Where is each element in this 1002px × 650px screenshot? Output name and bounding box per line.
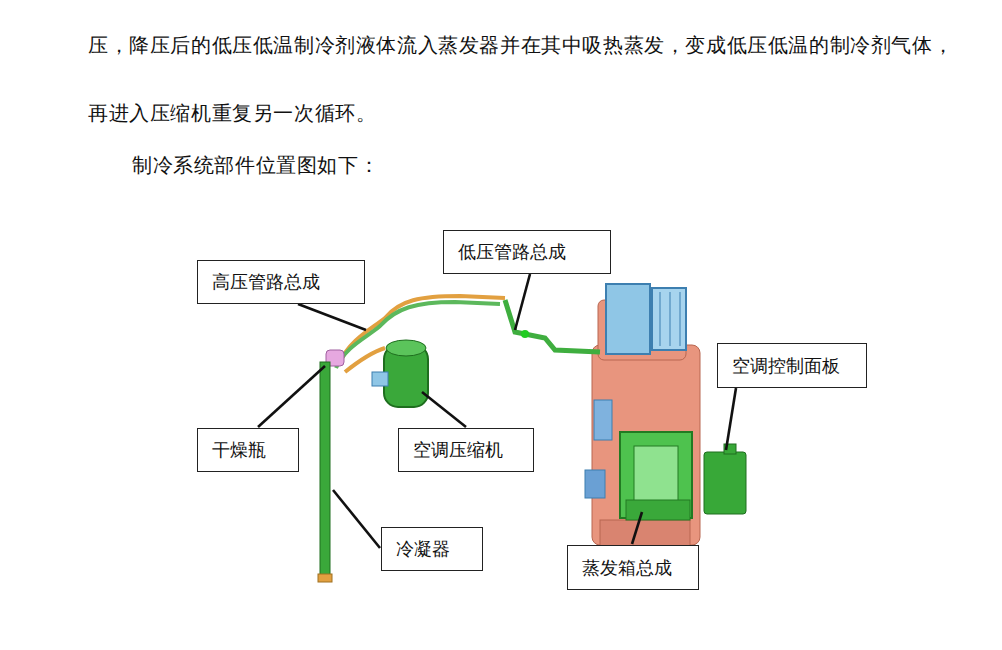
evaporator-fins [634, 446, 678, 504]
callout-label: 高压管路总成 [212, 270, 320, 294]
service-port [521, 330, 529, 338]
filter-rib [660, 292, 661, 346]
leader-line [333, 490, 380, 548]
filter-rib [680, 292, 681, 346]
callout-label: 干燥瓶 [212, 438, 266, 462]
leader-line [422, 392, 466, 427]
callout-box: 冷凝器 [381, 527, 483, 571]
compressor-clutch [372, 372, 388, 386]
leader-line [515, 274, 530, 330]
callout-box: 空调控制面板 [717, 343, 867, 388]
filter-frame [652, 288, 686, 350]
callout-label: 蒸发箱总成 [582, 556, 672, 580]
actuator [594, 400, 612, 440]
leader-line [298, 304, 366, 330]
callout-box: 干燥瓶 [197, 428, 299, 472]
callout-box: 蒸发箱总成 [567, 545, 699, 590]
callout-box: 低压管路总成 [443, 230, 611, 274]
figure-intro: 制冷系统部件位置图如下： [132, 152, 379, 179]
hvac-housing [592, 345, 700, 545]
callout-box: 空调压缩机 [398, 428, 534, 472]
callout-box: 高压管路总成 [197, 260, 365, 304]
blower-frame [606, 284, 650, 354]
callout-label: 低压管路总成 [458, 240, 566, 264]
actuator [585, 470, 605, 498]
discharge-pipe [345, 348, 385, 372]
housing-base [600, 520, 690, 548]
body-text: 压，降压后的低压低温制冷剂液体流入蒸发器并在其中吸热蒸发，变成低压低温的制冷剂气… [88, 32, 953, 59]
condenser-bracket [318, 574, 332, 582]
callout-label: 空调控制面板 [732, 354, 840, 378]
callout-label: 空调压缩机 [413, 438, 503, 462]
leader-line [726, 388, 736, 450]
control-panel-shape [704, 452, 746, 514]
compressor-pulley [386, 340, 426, 356]
body-text: 再进入压缩机重复另一次循环。 [88, 100, 376, 127]
leader-line [632, 512, 642, 544]
condenser-core [320, 362, 330, 578]
leader-line [258, 366, 325, 427]
low-pressure-pipe [505, 300, 600, 352]
evaporator-tank [626, 500, 690, 520]
callout-label: 冷凝器 [396, 537, 450, 561]
filter-rib [670, 292, 671, 346]
